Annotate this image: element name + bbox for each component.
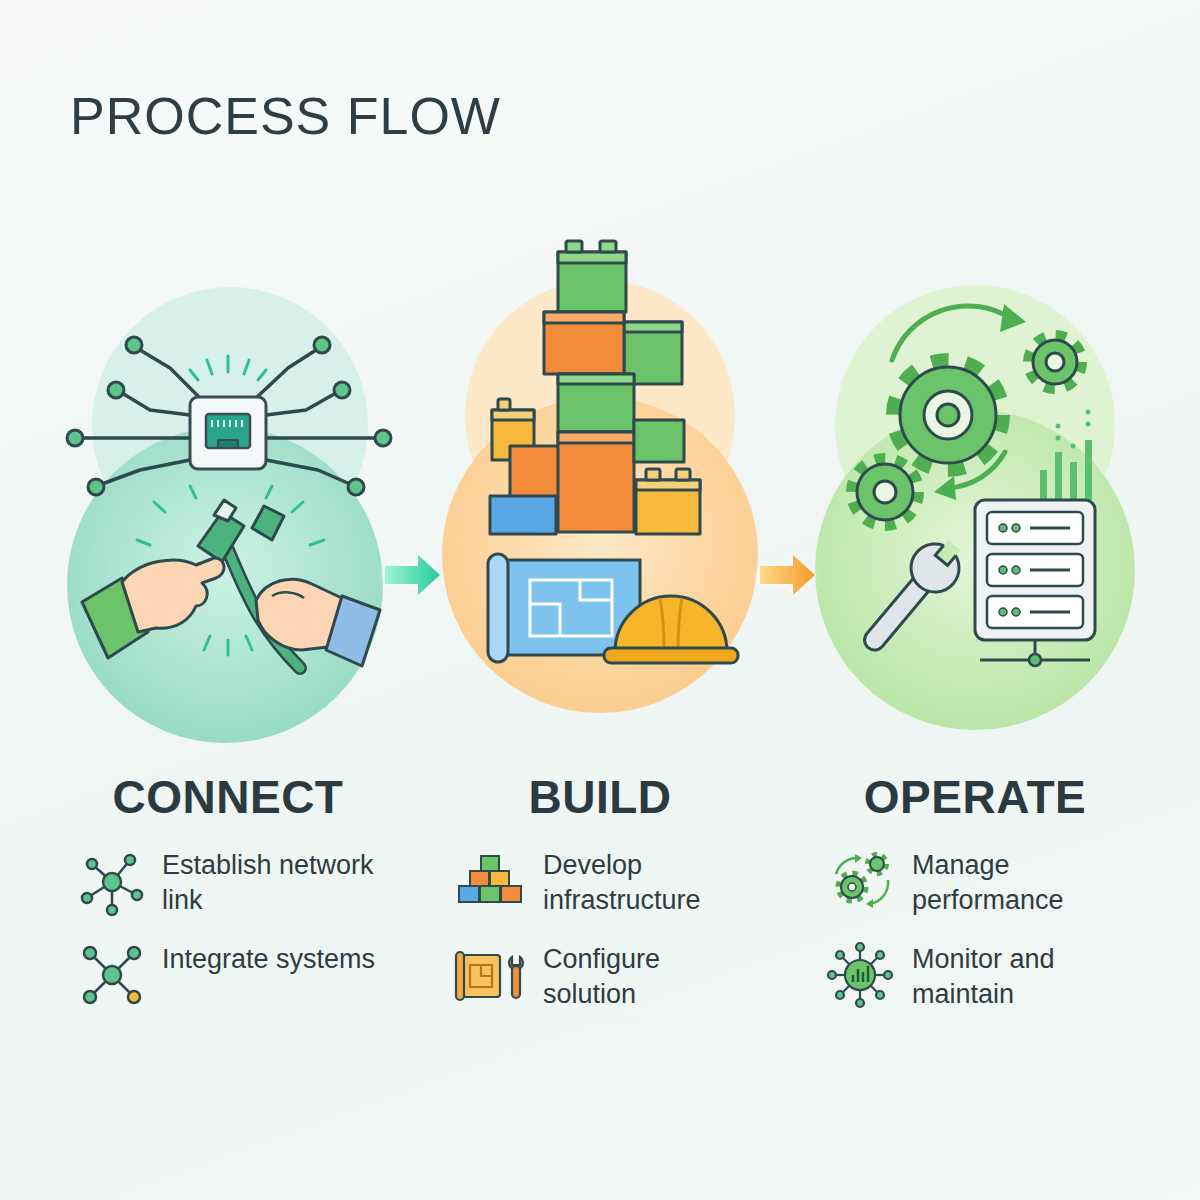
stage-heading: OPERATE xyxy=(775,770,1175,824)
blueprint-icon xyxy=(456,952,523,1000)
flow-arrow xyxy=(760,555,815,595)
stage-node: CONNECTEstablish network linkIntegrate s… xyxy=(65,285,385,745)
stage-heading: CONNECT xyxy=(28,770,428,824)
flow-arrow xyxy=(385,555,440,595)
stage-circle xyxy=(815,283,1135,733)
hard-hat xyxy=(604,596,738,663)
building-blocks xyxy=(490,241,700,534)
stage-circle-part xyxy=(67,427,383,743)
monitor-icon xyxy=(828,943,892,1007)
stage-bullet: Manage performance xyxy=(912,848,1127,918)
gears xyxy=(853,336,1081,524)
hands-cable xyxy=(82,500,380,668)
stage-circle xyxy=(65,285,385,745)
wrench xyxy=(850,530,973,664)
diagram-title: PROCESS FLOW xyxy=(70,84,501,148)
cycle-arrowheads xyxy=(934,304,1026,500)
stage-heading: BUILD xyxy=(400,770,800,824)
stage-bullet: Establish network link xyxy=(162,848,377,918)
stage-bullet: Integrate systems xyxy=(162,942,377,977)
stage-node: OPERATEManage performanceMonitor and mai… xyxy=(815,283,1135,733)
network-icon xyxy=(82,855,142,915)
stage-node: BUILDDevelop infrastructureConfigure sol… xyxy=(440,278,760,715)
network-illustration xyxy=(82,350,376,484)
stage-circle-part xyxy=(442,397,758,713)
integrate-icon xyxy=(84,947,140,1003)
stage-circle-part xyxy=(815,410,1135,730)
stage-bullet: Configure solution xyxy=(543,942,758,1012)
ethernet-port xyxy=(190,397,266,469)
metric-bars xyxy=(1040,410,1092,501)
stage-circle xyxy=(440,278,760,715)
blocks-icon xyxy=(459,856,521,902)
blueprint xyxy=(488,554,640,662)
signal-dashes xyxy=(137,356,324,655)
gears-icon xyxy=(836,854,888,908)
stage-bullet: Monitor and maintain xyxy=(912,942,1127,1012)
server-rack xyxy=(975,500,1095,666)
network-dots xyxy=(67,337,391,495)
stage-bullet: Develop infrastructure xyxy=(543,848,758,918)
cycle-arrows xyxy=(892,306,1010,488)
